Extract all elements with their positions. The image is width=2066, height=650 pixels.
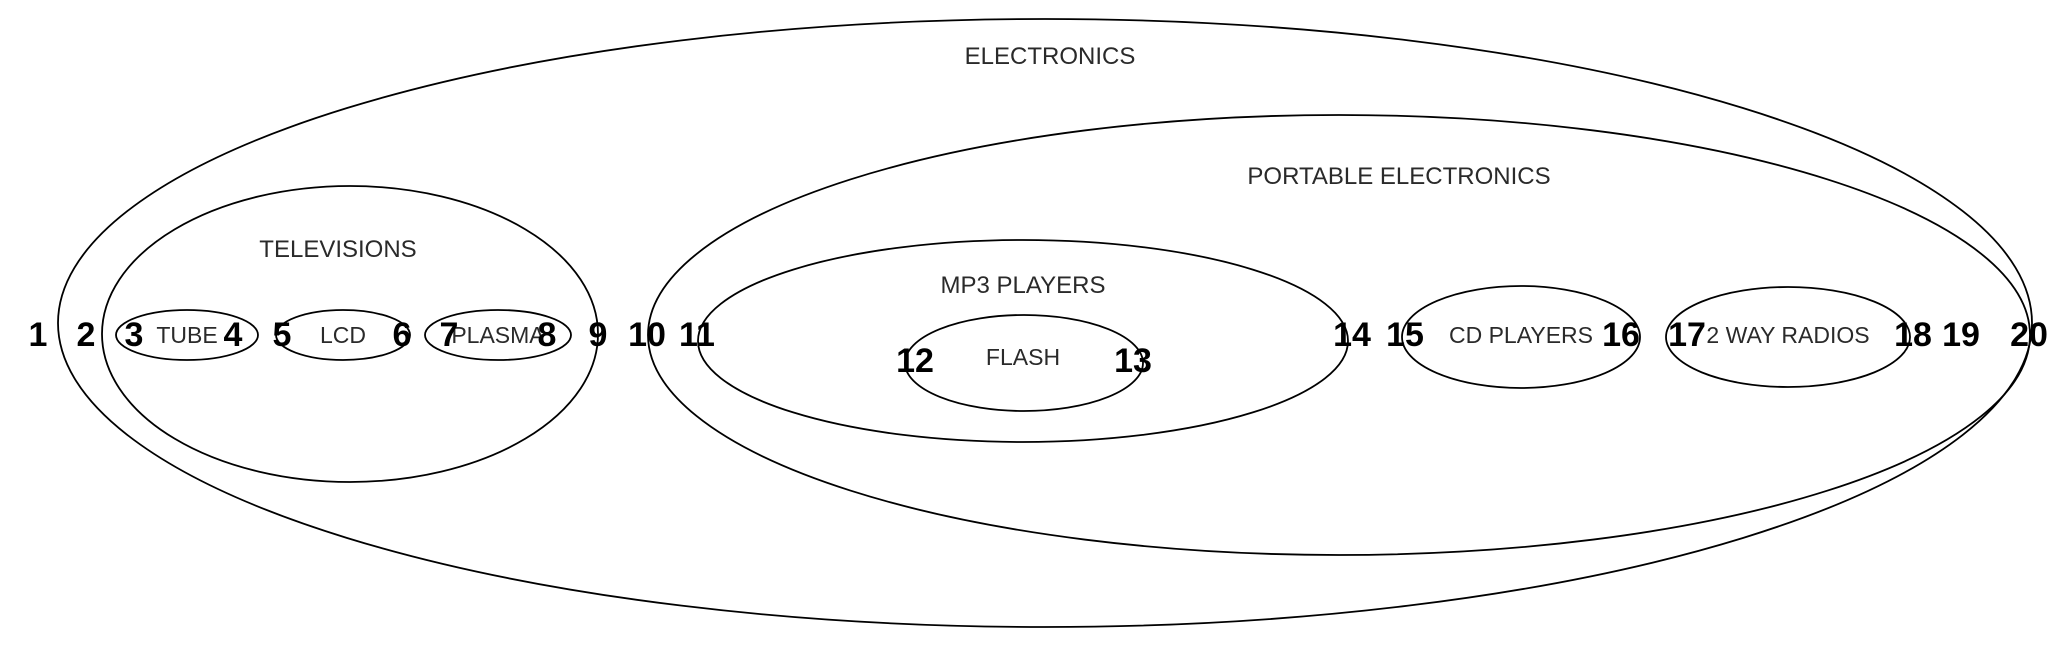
cd-players-ellipse — [1401, 285, 1641, 389]
2-way-radios-right-number: 18 — [1894, 316, 1932, 354]
plasma-ellipse — [424, 309, 572, 361]
portable-electronics-label: PORTABLE ELECTRONICS — [1247, 163, 1550, 190]
flash-left-number: 12 — [896, 342, 934, 380]
2-way-radios-label: 2 WAY RADIOS — [1706, 322, 1869, 348]
node-2-way-radios: 2 WAY RADIOS 17 18 — [1665, 286, 1932, 388]
tube-label: TUBE — [156, 322, 217, 348]
lcd-right-number: 6 — [393, 316, 412, 354]
node-portable-electronics: PORTABLE ELECTRONICS 10 19 — [628, 114, 2031, 556]
mp3-players-ellipse — [697, 239, 1349, 443]
electronics-left-number: 1 — [29, 316, 48, 354]
node-mp3-players: MP3 PLAYERS 11 14 — [679, 239, 1371, 443]
electronics-ellipse — [57, 18, 2033, 628]
lcd-label: LCD — [320, 322, 366, 348]
flash-ellipse — [904, 314, 1144, 412]
electronics-label: ELECTRONICS — [965, 43, 1136, 70]
tube-right-number: 4 — [224, 316, 243, 354]
portable-electronics-ellipse — [647, 114, 2031, 556]
plasma-right-number: 8 — [538, 316, 557, 354]
televisions-left-number: 2 — [77, 316, 96, 354]
lcd-left-number: 5 — [273, 316, 292, 354]
mp3-players-right-number: 14 — [1333, 316, 1371, 354]
plasma-label: PLASMA — [451, 322, 545, 348]
cd-players-left-number: 15 — [1386, 316, 1424, 354]
2-way-radios-left-number: 17 — [1668, 316, 1706, 354]
cd-players-label: CD PLAYERS — [1449, 322, 1593, 348]
node-plasma: PLASMA 7 8 — [424, 309, 572, 361]
portable-electronics-left-number: 10 — [628, 316, 666, 354]
node-televisions: TELEVISIONS 2 9 — [77, 185, 608, 483]
televisions-label: TELEVISIONS — [259, 236, 416, 263]
plasma-left-number: 7 — [440, 316, 459, 354]
node-electronics: ELECTRONICS 1 20 — [29, 18, 2048, 628]
televisions-ellipse — [101, 185, 599, 483]
flash-right-number: 13 — [1114, 342, 1152, 380]
tube-left-number: 3 — [125, 316, 144, 354]
node-cd-players: CD PLAYERS 15 16 — [1386, 285, 1641, 389]
node-lcd: LCD 5 6 — [273, 309, 412, 361]
tube-ellipse — [115, 309, 259, 361]
2-way-radios-ellipse — [1665, 286, 1911, 388]
cd-players-right-number: 16 — [1602, 316, 1640, 354]
portable-electronics-right-number: 19 — [1942, 316, 1980, 354]
flash-label: FLASH — [986, 344, 1060, 370]
televisions-right-number: 9 — [589, 316, 608, 354]
node-tube: TUBE 3 4 — [115, 309, 259, 361]
lcd-ellipse — [275, 309, 411, 361]
node-flash: FLASH 12 13 — [896, 314, 1152, 412]
mp3-players-left-number: 11 — [679, 316, 715, 354]
mp3-players-label: MP3 PLAYERS — [941, 272, 1106, 299]
